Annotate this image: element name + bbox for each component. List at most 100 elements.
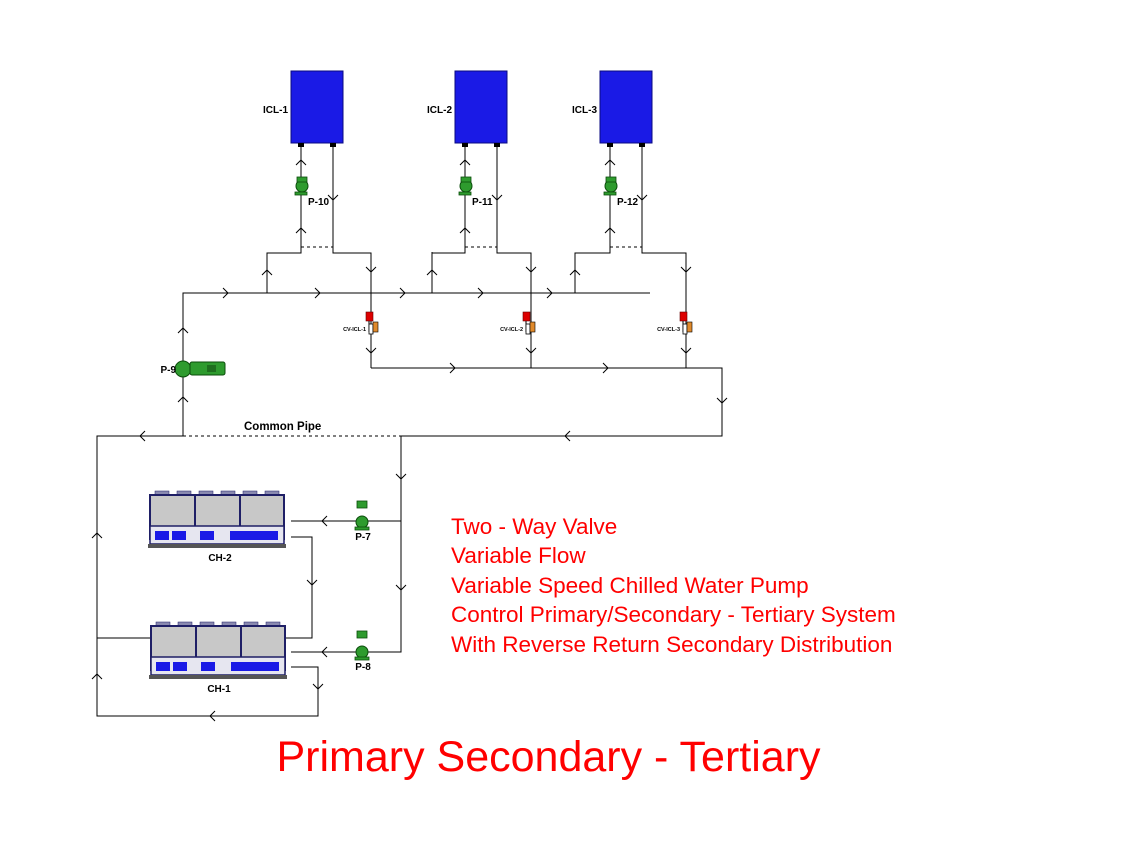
coil-body xyxy=(454,70,508,144)
coil-nozzle xyxy=(607,143,613,147)
tertiary-pump-1 xyxy=(294,176,309,196)
flow-arrow xyxy=(459,159,471,166)
common-pipe-label: Common Pipe xyxy=(244,421,321,433)
flow-arrow xyxy=(680,347,692,354)
coil-nozzle xyxy=(639,143,645,147)
flow-arrow xyxy=(365,266,377,273)
flow-arrow xyxy=(546,287,553,299)
flow-arrow xyxy=(327,194,339,201)
pump-base xyxy=(458,191,472,196)
flow-arrow xyxy=(636,194,648,201)
flow-arrow xyxy=(525,347,537,354)
pump-motor xyxy=(356,630,368,639)
valve-operator xyxy=(372,321,379,333)
pipe-segment xyxy=(574,247,611,293)
flow-arrow xyxy=(399,287,406,299)
flow-arrow xyxy=(222,287,229,299)
valve-actuator xyxy=(679,311,688,322)
pipe-segment xyxy=(291,436,402,653)
flow-arrow xyxy=(395,584,407,591)
coil-body xyxy=(599,70,653,144)
flow-arrow xyxy=(449,362,456,374)
pump-base xyxy=(603,191,617,196)
pump-volute xyxy=(174,360,192,378)
coil-nozzle xyxy=(462,143,468,147)
control-valve-2 xyxy=(522,311,536,335)
flow-arrow xyxy=(177,396,189,403)
flow-arrow xyxy=(477,287,484,299)
flow-arrow xyxy=(314,287,321,299)
flow-arrow xyxy=(91,673,103,680)
chiller-skid xyxy=(149,675,287,679)
flow-arrow xyxy=(177,327,189,334)
pipe-segment xyxy=(641,247,687,368)
chiller-compressor xyxy=(155,531,169,540)
pipe-segment xyxy=(182,292,650,436)
flow-arrow xyxy=(491,194,503,201)
valve-body xyxy=(525,323,531,335)
flow-arrow xyxy=(395,473,407,480)
pipe-segment xyxy=(332,247,372,368)
chiller-skid xyxy=(148,544,286,548)
control-valve-1 xyxy=(365,311,379,335)
valve-body xyxy=(682,323,688,335)
cooling-coil-2 xyxy=(454,70,508,147)
pump-icon xyxy=(355,515,369,529)
flow-arrow xyxy=(321,515,328,527)
flow-arrows xyxy=(91,159,728,722)
note-line: With Reverse Return Secondary Distributi… xyxy=(451,631,893,657)
inline-pump-icon xyxy=(174,360,226,378)
chiller-label: CH-1 xyxy=(207,684,231,695)
flow-arrow xyxy=(365,347,377,354)
labels: ICL-1P-10CV-ICL-1ICL-2P-11CV-ICL-2ICL-3P… xyxy=(160,105,680,695)
flow-arrow xyxy=(306,579,318,586)
coil-body xyxy=(290,70,344,144)
chiller-compressor xyxy=(172,531,186,540)
valve-operator xyxy=(686,321,693,333)
flow-arrow xyxy=(716,397,728,404)
flow-arrow xyxy=(295,159,307,166)
pump-motor xyxy=(356,500,368,509)
coil-label: ICL-3 xyxy=(572,105,597,116)
flow-arrow xyxy=(91,532,103,539)
coil-nozzle xyxy=(330,143,336,147)
chiller-compressor xyxy=(156,662,170,671)
valve-label: CV-ICL-3 xyxy=(657,327,680,333)
pump-base xyxy=(354,526,370,531)
pump-motor xyxy=(460,176,472,183)
valve-operator xyxy=(529,321,536,333)
note-line: Control Primary/Secondary - Tertiary Sys… xyxy=(451,602,896,628)
cooling-coil-1 xyxy=(290,70,344,147)
chiller-evaporator xyxy=(231,662,279,671)
pump-label: P-11 xyxy=(472,197,493,208)
pump-icon xyxy=(355,645,369,659)
chiller-label: CH-2 xyxy=(208,553,232,564)
flow-arrow xyxy=(604,159,616,166)
coil-label: ICL-1 xyxy=(263,105,288,116)
flow-arrow xyxy=(312,683,324,690)
flow-arrow xyxy=(604,227,616,234)
pipe-segment xyxy=(431,247,466,293)
chiller-compressor xyxy=(173,662,187,671)
flow-arrow xyxy=(525,266,537,273)
chiller-icon xyxy=(148,490,286,548)
note-line: Variable Flow xyxy=(451,543,586,569)
flow-arrow xyxy=(564,430,571,442)
flow-arrow xyxy=(209,710,216,722)
flow-arrow xyxy=(139,430,146,442)
flow-arrow xyxy=(602,362,609,374)
valve-body xyxy=(368,323,374,335)
diagram-title: Primary Secondary - Tertiary xyxy=(0,733,1131,782)
pump-base xyxy=(294,191,308,196)
flow-arrow xyxy=(680,266,692,273)
pipe-segment xyxy=(371,367,723,437)
diagram-title-text: Primary Secondary - Tertiary xyxy=(276,733,821,781)
pump-label: P-12 xyxy=(617,197,639,208)
flow-arrow xyxy=(426,269,438,276)
pump-label: P-7 xyxy=(355,532,371,543)
chiller-compressor xyxy=(201,662,215,671)
valve-actuator xyxy=(522,311,531,322)
coil-label: ICL-2 xyxy=(427,105,452,116)
tertiary-pump-3 xyxy=(603,176,618,196)
